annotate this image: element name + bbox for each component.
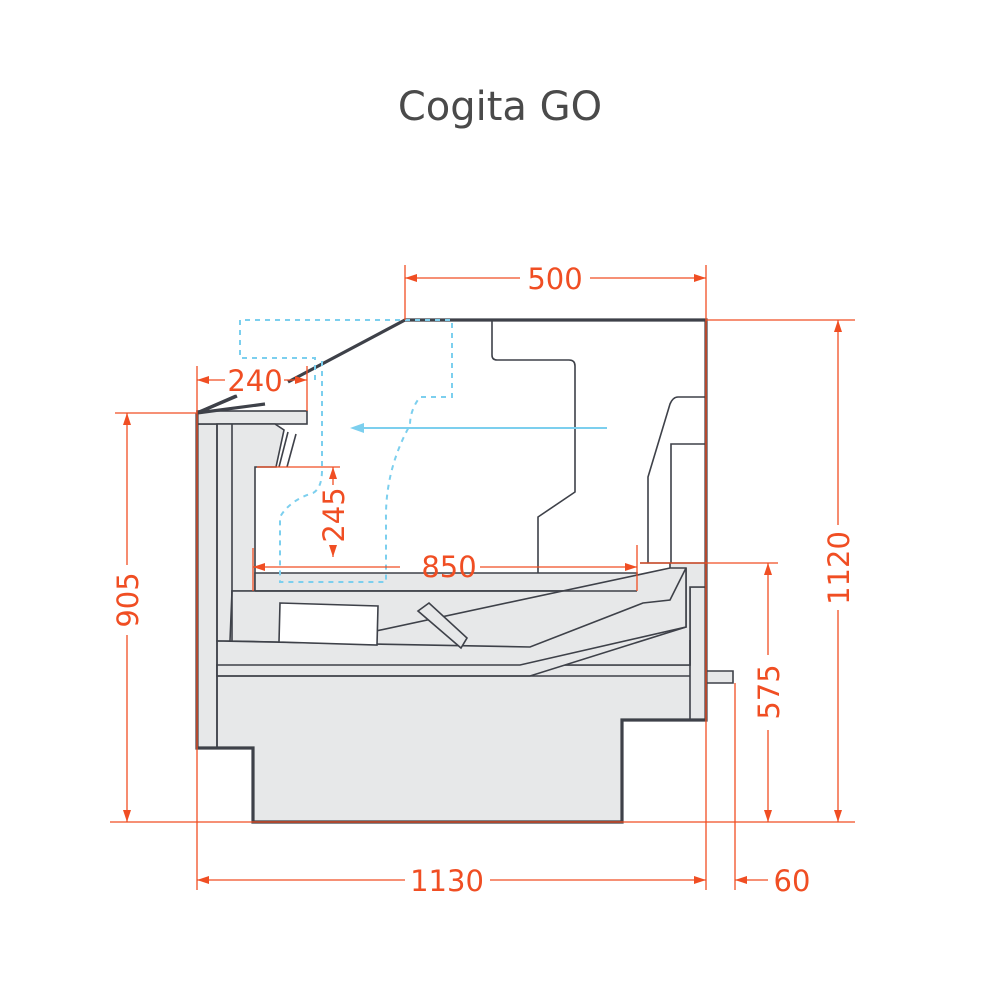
cabinet-body — [196, 410, 734, 823]
handle — [705, 670, 734, 684]
interior-outline — [278, 320, 706, 573]
dim-label-shelf-depth: 240 — [227, 364, 282, 398]
dim-label-shelf-height: 245 — [317, 487, 351, 542]
dim-label-top-width: 500 — [527, 262, 582, 296]
dim-label-total-height: 1120 — [822, 531, 856, 605]
airflow-arrow — [350, 423, 607, 433]
dim-label-tank-width: 850 — [421, 550, 476, 584]
dim-label-handle-depth: 60 — [774, 864, 811, 898]
dim-label-total-depth: 1130 — [410, 864, 484, 898]
product-outline — [239, 319, 453, 583]
diagram-title: Cogita GO — [397, 84, 603, 130]
dimension-lines — [110, 265, 855, 890]
dim-label-counter-height: 905 — [111, 572, 145, 627]
dim-label-deck-height: 575 — [752, 664, 786, 719]
